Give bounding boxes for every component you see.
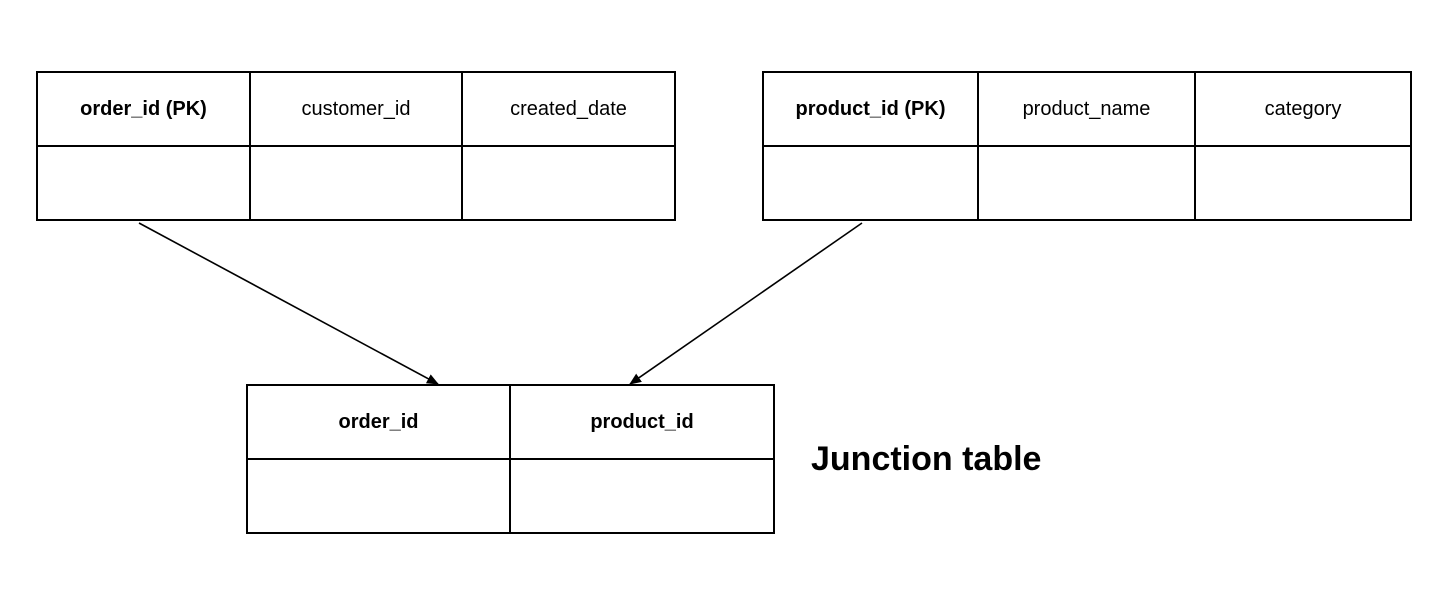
orders-empty-cell (461, 145, 676, 221)
orders-empty-row (36, 145, 676, 221)
junction-column-product-id: product_id (509, 384, 775, 460)
orders-table: order_id (PK) customer_id created_date (36, 71, 676, 221)
orders-to-junction-arrow (138, 222, 439, 385)
products-table: product_id (PK) product_name category (762, 71, 1412, 221)
products-empty-row (762, 145, 1412, 221)
orders-header-row: order_id (PK) customer_id created_date (36, 71, 676, 147)
products-column-product-id-pk: product_id (PK) (762, 71, 979, 147)
junction-column-order-id: order_id (246, 384, 511, 460)
orders-column-created-date: created_date (461, 71, 676, 147)
products-empty-cell (1194, 145, 1412, 221)
products-column-category: category (1194, 71, 1412, 147)
junction-empty-cell (509, 458, 775, 534)
products-empty-cell (977, 145, 1196, 221)
orders-empty-cell (36, 145, 251, 221)
orders-column-customer-id: customer_id (249, 71, 463, 147)
products-header-row: product_id (PK) product_name category (762, 71, 1412, 147)
orders-column-order-id-pk: order_id (PK) (36, 71, 251, 147)
orders-empty-cell (249, 145, 463, 221)
products-empty-cell (762, 145, 979, 221)
products-to-junction-arrow (629, 222, 863, 385)
junction-empty-cell (246, 458, 511, 534)
junction-empty-row (246, 458, 775, 534)
junction-table-label: Junction table (811, 440, 1042, 478)
junction-header-row: order_id product_id (246, 384, 775, 460)
junction-table: order_id product_id (246, 384, 775, 534)
products-column-product-name: product_name (977, 71, 1196, 147)
